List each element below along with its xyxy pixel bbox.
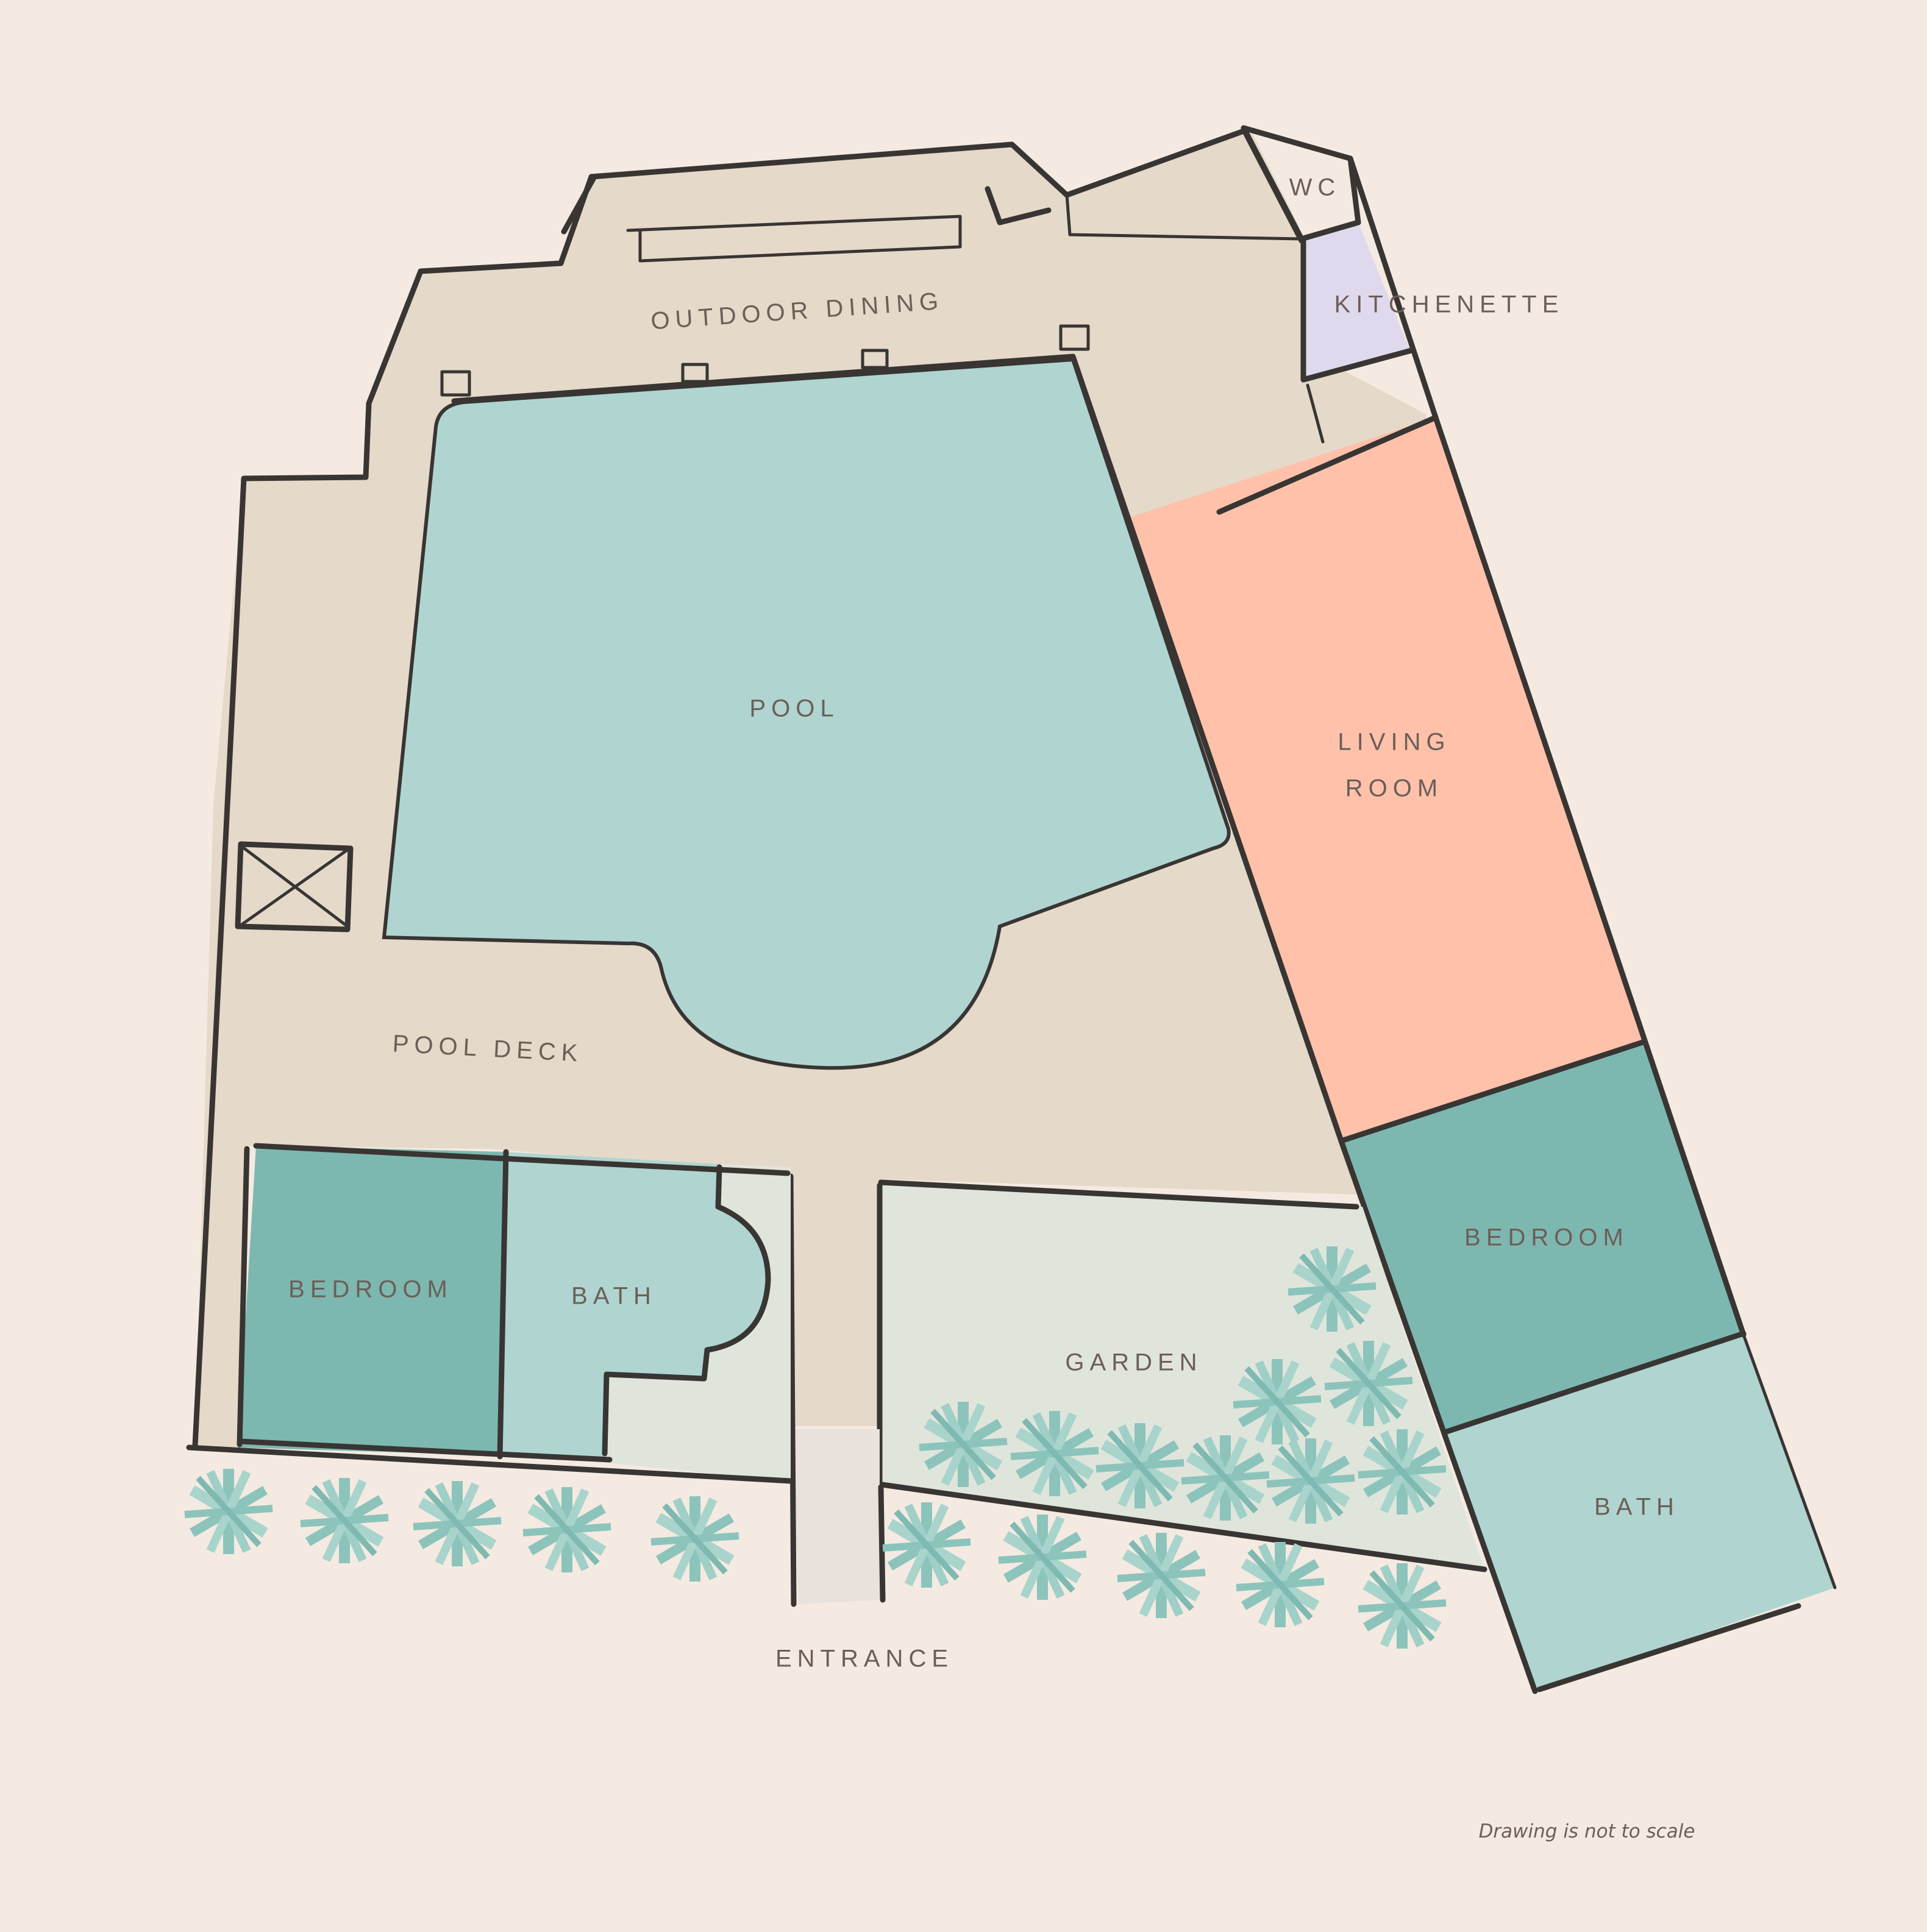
label-kitchenette: KITCHENETTE (1334, 291, 1564, 318)
palm-plant-icon (1236, 1542, 1324, 1627)
pool (382, 357, 1231, 1070)
palm-plant-icon (523, 1487, 611, 1572)
entrance-path (788, 1173, 886, 1607)
palm-plant-icon (301, 1478, 388, 1563)
palm-plant-icon (413, 1481, 501, 1566)
palm-plant-icon (651, 1496, 739, 1582)
label-entrance: ENTRANCE (775, 1646, 953, 1672)
label-living-room-2: ROOM (1345, 775, 1443, 802)
palm-plant-icon (883, 1502, 971, 1588)
label-bedroom-left: BEDROOM (288, 1276, 453, 1303)
right-wing-walls (1070, 126, 1837, 1694)
living-room (1131, 414, 1643, 1140)
palm-plant-icon (185, 1469, 272, 1554)
bedroom-right (1338, 1039, 1744, 1432)
bedroom-left (238, 1146, 506, 1455)
crossed-box-icon (235, 841, 354, 932)
palm-plant-icon (999, 1515, 1086, 1600)
palm-plant-icon (1117, 1533, 1205, 1618)
bath-left (186, 1143, 794, 1484)
scale-note: Drawing is not to scale (1479, 1820, 1695, 1842)
label-bath-right: BATH (1594, 1494, 1679, 1521)
post-markers (440, 324, 1090, 397)
label-living-room-1: LIVING (1338, 729, 1450, 756)
label-wc: WC (1289, 174, 1341, 201)
bath-right (1442, 1330, 1835, 1692)
label-pool: POOL (749, 695, 839, 722)
deck-walls (192, 128, 1303, 1449)
palm-plant-icon (1358, 1563, 1446, 1649)
kitchenette-room (1298, 219, 1414, 444)
label-bath-left: BATH (571, 1283, 657, 1310)
label-garden: GARDEN (1065, 1349, 1202, 1376)
label-bedroom-right: BEDROOM (1464, 1224, 1629, 1251)
